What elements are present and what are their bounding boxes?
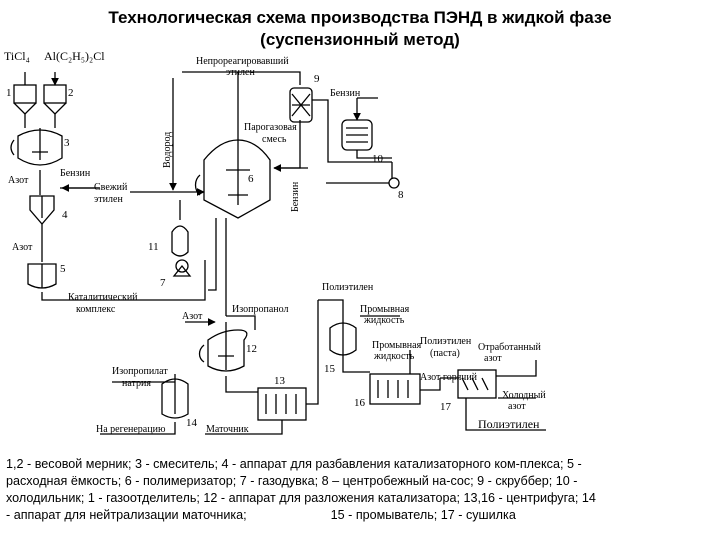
- cooler-10: [341, 119, 373, 151]
- mixer-3: [10, 128, 63, 166]
- number-10: 10: [372, 153, 384, 165]
- caption-line: - аппарат для нейтрализации маточника; 1…: [6, 508, 516, 522]
- benzin-label-1: Бензин: [60, 168, 91, 179]
- isopropanol-label: Изопропанол: [232, 304, 288, 315]
- fresh-ethylene-label-1: Свежий: [94, 182, 128, 193]
- nitrogen-label-2: Азот: [12, 242, 33, 253]
- gas-separator-11: [171, 225, 189, 257]
- number-12: 12: [246, 343, 257, 355]
- polyethylene-paste-label-1: Полиэтилен: [420, 336, 472, 347]
- wash-liquid-label-3: Промывная: [372, 340, 422, 351]
- unreacted-ethylene-label-1: Непрореагировавший: [196, 56, 289, 67]
- cold-nitrogen-label-1: Холодный: [502, 390, 546, 401]
- number-17: 17: [440, 401, 452, 413]
- vapor-gas-label-1: Парогазовая: [244, 122, 297, 133]
- mother-liquor-label: Маточник: [206, 424, 249, 435]
- diagram-subtitle: (суспензионный метод): [260, 30, 460, 49]
- nitrogen-label-3: Азот: [182, 311, 203, 322]
- dryer-17: [457, 369, 497, 399]
- isopropylate-label-1: Изопропилат: [112, 366, 168, 377]
- ticl4-label: TiCl₄: [4, 49, 30, 63]
- wash-liquid-label-4: жидкость: [373, 351, 415, 362]
- number-6: 6: [248, 173, 254, 185]
- polyethylene-output-label: Полиэтилен: [478, 417, 540, 431]
- centrifuge-16: [369, 373, 421, 405]
- scrubber-9: [289, 87, 313, 123]
- centrifuge-13: [257, 387, 307, 421]
- hot-nitrogen-label: Азот горячий: [420, 372, 478, 383]
- number-2: 2: [68, 87, 74, 99]
- number-11: 11: [148, 241, 159, 253]
- number-14: 14: [186, 417, 198, 429]
- number-16: 16: [354, 397, 366, 409]
- hydrogen-label: Водород: [162, 132, 173, 168]
- number-3: 3: [64, 137, 70, 149]
- caption-line: холодильник; 1 - газоотделитель; 12 - ап…: [6, 491, 596, 505]
- dilution-apparatus-4: [29, 195, 55, 225]
- neutralization-apparatus-14: [161, 374, 189, 419]
- gas-blower-7: [172, 259, 192, 277]
- washer-15: [329, 318, 357, 356]
- used-nitrogen-label-1: Отработанный: [478, 342, 541, 353]
- fresh-ethylene-label-2: этилен: [94, 194, 123, 205]
- centrifugal-pump-8: [388, 177, 400, 189]
- cold-nitrogen-label-2: азот: [508, 401, 526, 412]
- number-15: 15: [324, 363, 336, 375]
- polyethylene-paste-label-2: (паста): [430, 348, 460, 359]
- diagram-title: Технологическая схема производства ПЭНД …: [108, 8, 612, 27]
- isopropylate-label-2: натрия: [122, 378, 151, 389]
- benzin-label-2: Бензин: [330, 88, 361, 99]
- regeneration-label: На регенерацию: [96, 424, 166, 435]
- number-5: 5: [60, 263, 66, 275]
- number-4: 4: [62, 209, 68, 221]
- caption-line: 1,2 - весовой мерник; 3 - смеситель; 4 -…: [6, 457, 582, 471]
- number-8: 8: [398, 189, 404, 201]
- weighing-measure-2: [43, 84, 67, 115]
- catalytic-complex-label-1: Каталитический: [68, 292, 138, 303]
- legend-caption: 1,2 - весовой мерник; 3 - смеситель; 4 -…: [6, 456, 714, 524]
- wash-liquid-label-2: жидкость: [363, 315, 405, 326]
- catalytic-complex-label-2: комплекс: [76, 304, 116, 315]
- number-1: 1: [6, 87, 12, 99]
- number-9: 9: [314, 73, 320, 85]
- decomposition-apparatus-12: [198, 322, 248, 372]
- wash-liquid-label-1: Промывная: [360, 304, 410, 315]
- caption-line: расходная ёмкость; 6 - полимеризатор; 7 …: [6, 474, 578, 488]
- nitrogen-label-1: Азот: [8, 175, 29, 186]
- unreacted-ethylene-label-2: этилен: [226, 67, 255, 78]
- benzin-label-vertical: Бензин: [290, 181, 301, 212]
- process-flow-diagram: TiCl₄ Al(C₂H₅)₂Cl Бензин Азот Азот Азот …: [4, 49, 546, 435]
- alcl-label: Al(C₂H₅)₂Cl: [44, 49, 105, 63]
- used-nitrogen-label-2: азот: [484, 353, 502, 364]
- weighing-measure-1: [13, 84, 37, 115]
- number-13: 13: [274, 375, 286, 387]
- vapor-gas-label-2: смесь: [262, 134, 287, 145]
- feed-tank-5: [27, 263, 57, 289]
- polyethylene-label: Полиэтилен: [322, 282, 374, 293]
- number-7: 7: [160, 277, 166, 289]
- polymerizer-6: [194, 130, 271, 219]
